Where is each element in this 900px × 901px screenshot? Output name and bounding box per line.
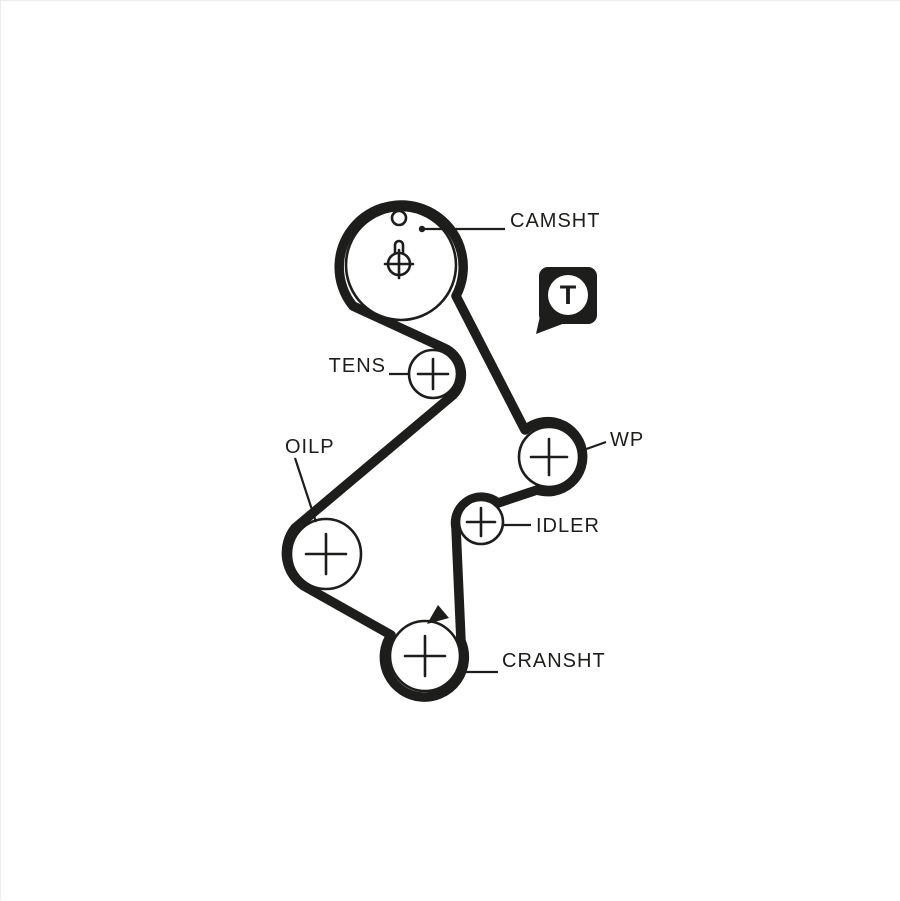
water-pump-label: WP	[610, 429, 644, 451]
timing-mark-letter: T	[560, 280, 577, 310]
water-pump-crosshair-icon	[529, 437, 569, 477]
crankshaft-crosshair-icon	[403, 634, 447, 678]
label-idler: IDLER	[504, 515, 600, 537]
pulley-water-pump	[517, 425, 581, 489]
water-pump-leader-line	[577, 440, 607, 454]
rotation-arrow-icon	[427, 605, 449, 624]
camshaft-bolt-slot	[393, 239, 405, 255]
pulley-tensioner	[407, 348, 459, 400]
pulley-idler	[457, 498, 505, 546]
pulley-oil-pump	[289, 517, 363, 591]
pulley-camshaft	[344, 208, 458, 322]
timing-mark-circle	[548, 275, 588, 315]
oil-pump-leader-line	[293, 457, 318, 523]
label-crankshaft: CRANSHT	[457, 650, 606, 674]
oil-pump-label: OILP	[285, 436, 335, 458]
crankshaft-label: CRANSHT	[502, 650, 606, 672]
idler-label: IDLER	[536, 515, 600, 537]
camshaft-label: CAMSHT	[510, 210, 600, 232]
camshaft-timing-hole	[390, 209, 408, 227]
timing-belt-path	[281, 200, 588, 702]
label-camshaft: CAMSHT	[418, 210, 600, 233]
tensioner-crosshair-icon	[416, 357, 450, 391]
oil-pump-crosshair-icon	[304, 532, 348, 576]
label-oil-pump: OILP	[285, 436, 335, 523]
camshaft-crosshair-icon	[383, 248, 415, 280]
label-water-pump: WP	[577, 429, 644, 454]
timing-mark-callout: T	[536, 267, 597, 334]
tensioner-label: TENS	[329, 355, 386, 377]
label-tensioner: TENS	[329, 355, 409, 377]
idler-crosshair-icon	[465, 506, 497, 538]
pulley-crankshaft	[388, 605, 462, 693]
